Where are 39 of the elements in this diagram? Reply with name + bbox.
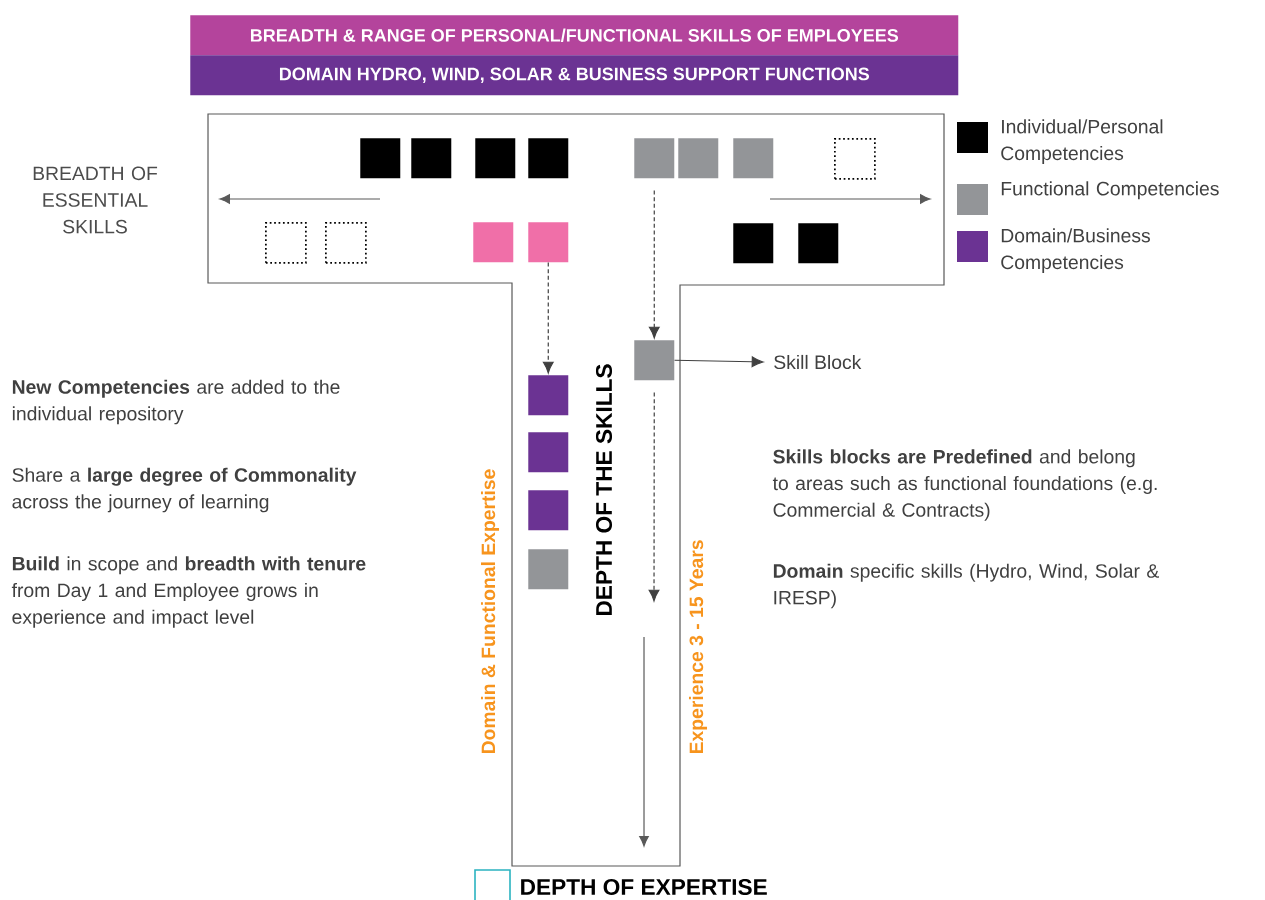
skill-square <box>634 340 675 381</box>
skill-square <box>733 138 774 179</box>
note-text: Skills blocks are Predefined and belong to areas such as functional foundations (e.g. Commercial & Contracts) <box>772 449 1157 521</box>
skill-square <box>528 432 569 473</box>
axis-label: Experience 3 - 15 Years <box>689 540 707 754</box>
title-band: DOMAIN HYDRO, WIND, SOLAR & BUSINESS SUPPORT FUNCTIONS <box>190 55 959 96</box>
legend-text: Functional Competencies <box>1001 181 1219 200</box>
note-text: Share a large degree of Commonality across the journey of learning <box>12 467 357 513</box>
arrow <box>542 261 554 374</box>
skill-square <box>528 549 569 590</box>
legend-text: Domain/Business Competencies <box>1001 228 1150 273</box>
empty-skill-square <box>325 222 367 264</box>
arrow <box>673 356 764 368</box>
axis-label: DEPTH OF THE SKILLS <box>596 364 613 616</box>
legend-text: Individual/Personal Competencies <box>1001 119 1163 164</box>
title-band: BREADTH & RANGE OF PERSONAL/FUNCTIONAL SKILLS OF EMPLOYEES <box>190 15 959 56</box>
skill-square <box>798 223 839 264</box>
skill-square <box>733 223 774 264</box>
arrow <box>648 391 660 602</box>
skill-square <box>678 138 719 179</box>
axis-label: BREADTH OF ESSENTIAL SKILLS <box>33 166 158 234</box>
axis-label: Domain & Functional Expertise <box>481 469 499 754</box>
skill-square <box>528 490 569 531</box>
skill-square <box>634 138 675 179</box>
empty-skill-square <box>834 138 876 180</box>
arrow <box>648 189 660 339</box>
skill-square <box>411 138 452 179</box>
note-text: Domain specific skills (Hydro, Wind, Solar & IRESP) <box>773 563 1159 609</box>
empty-skill-square <box>265 222 307 264</box>
note-text: Build in scope and breadth with tenure from Day 1 and Employee grows in experience and impact level <box>11 556 366 628</box>
skill-square <box>528 138 569 179</box>
axis-label: DEPTH OF EXPERTISE <box>521 878 767 896</box>
skill-square <box>475 138 516 179</box>
skill-square <box>528 222 569 263</box>
skill-square <box>473 222 514 263</box>
skill-square <box>528 375 569 416</box>
note-text: New Competencies are added to the individual repository <box>12 379 340 425</box>
skill-square <box>360 138 401 179</box>
callout-text: Skill Block <box>774 354 862 370</box>
